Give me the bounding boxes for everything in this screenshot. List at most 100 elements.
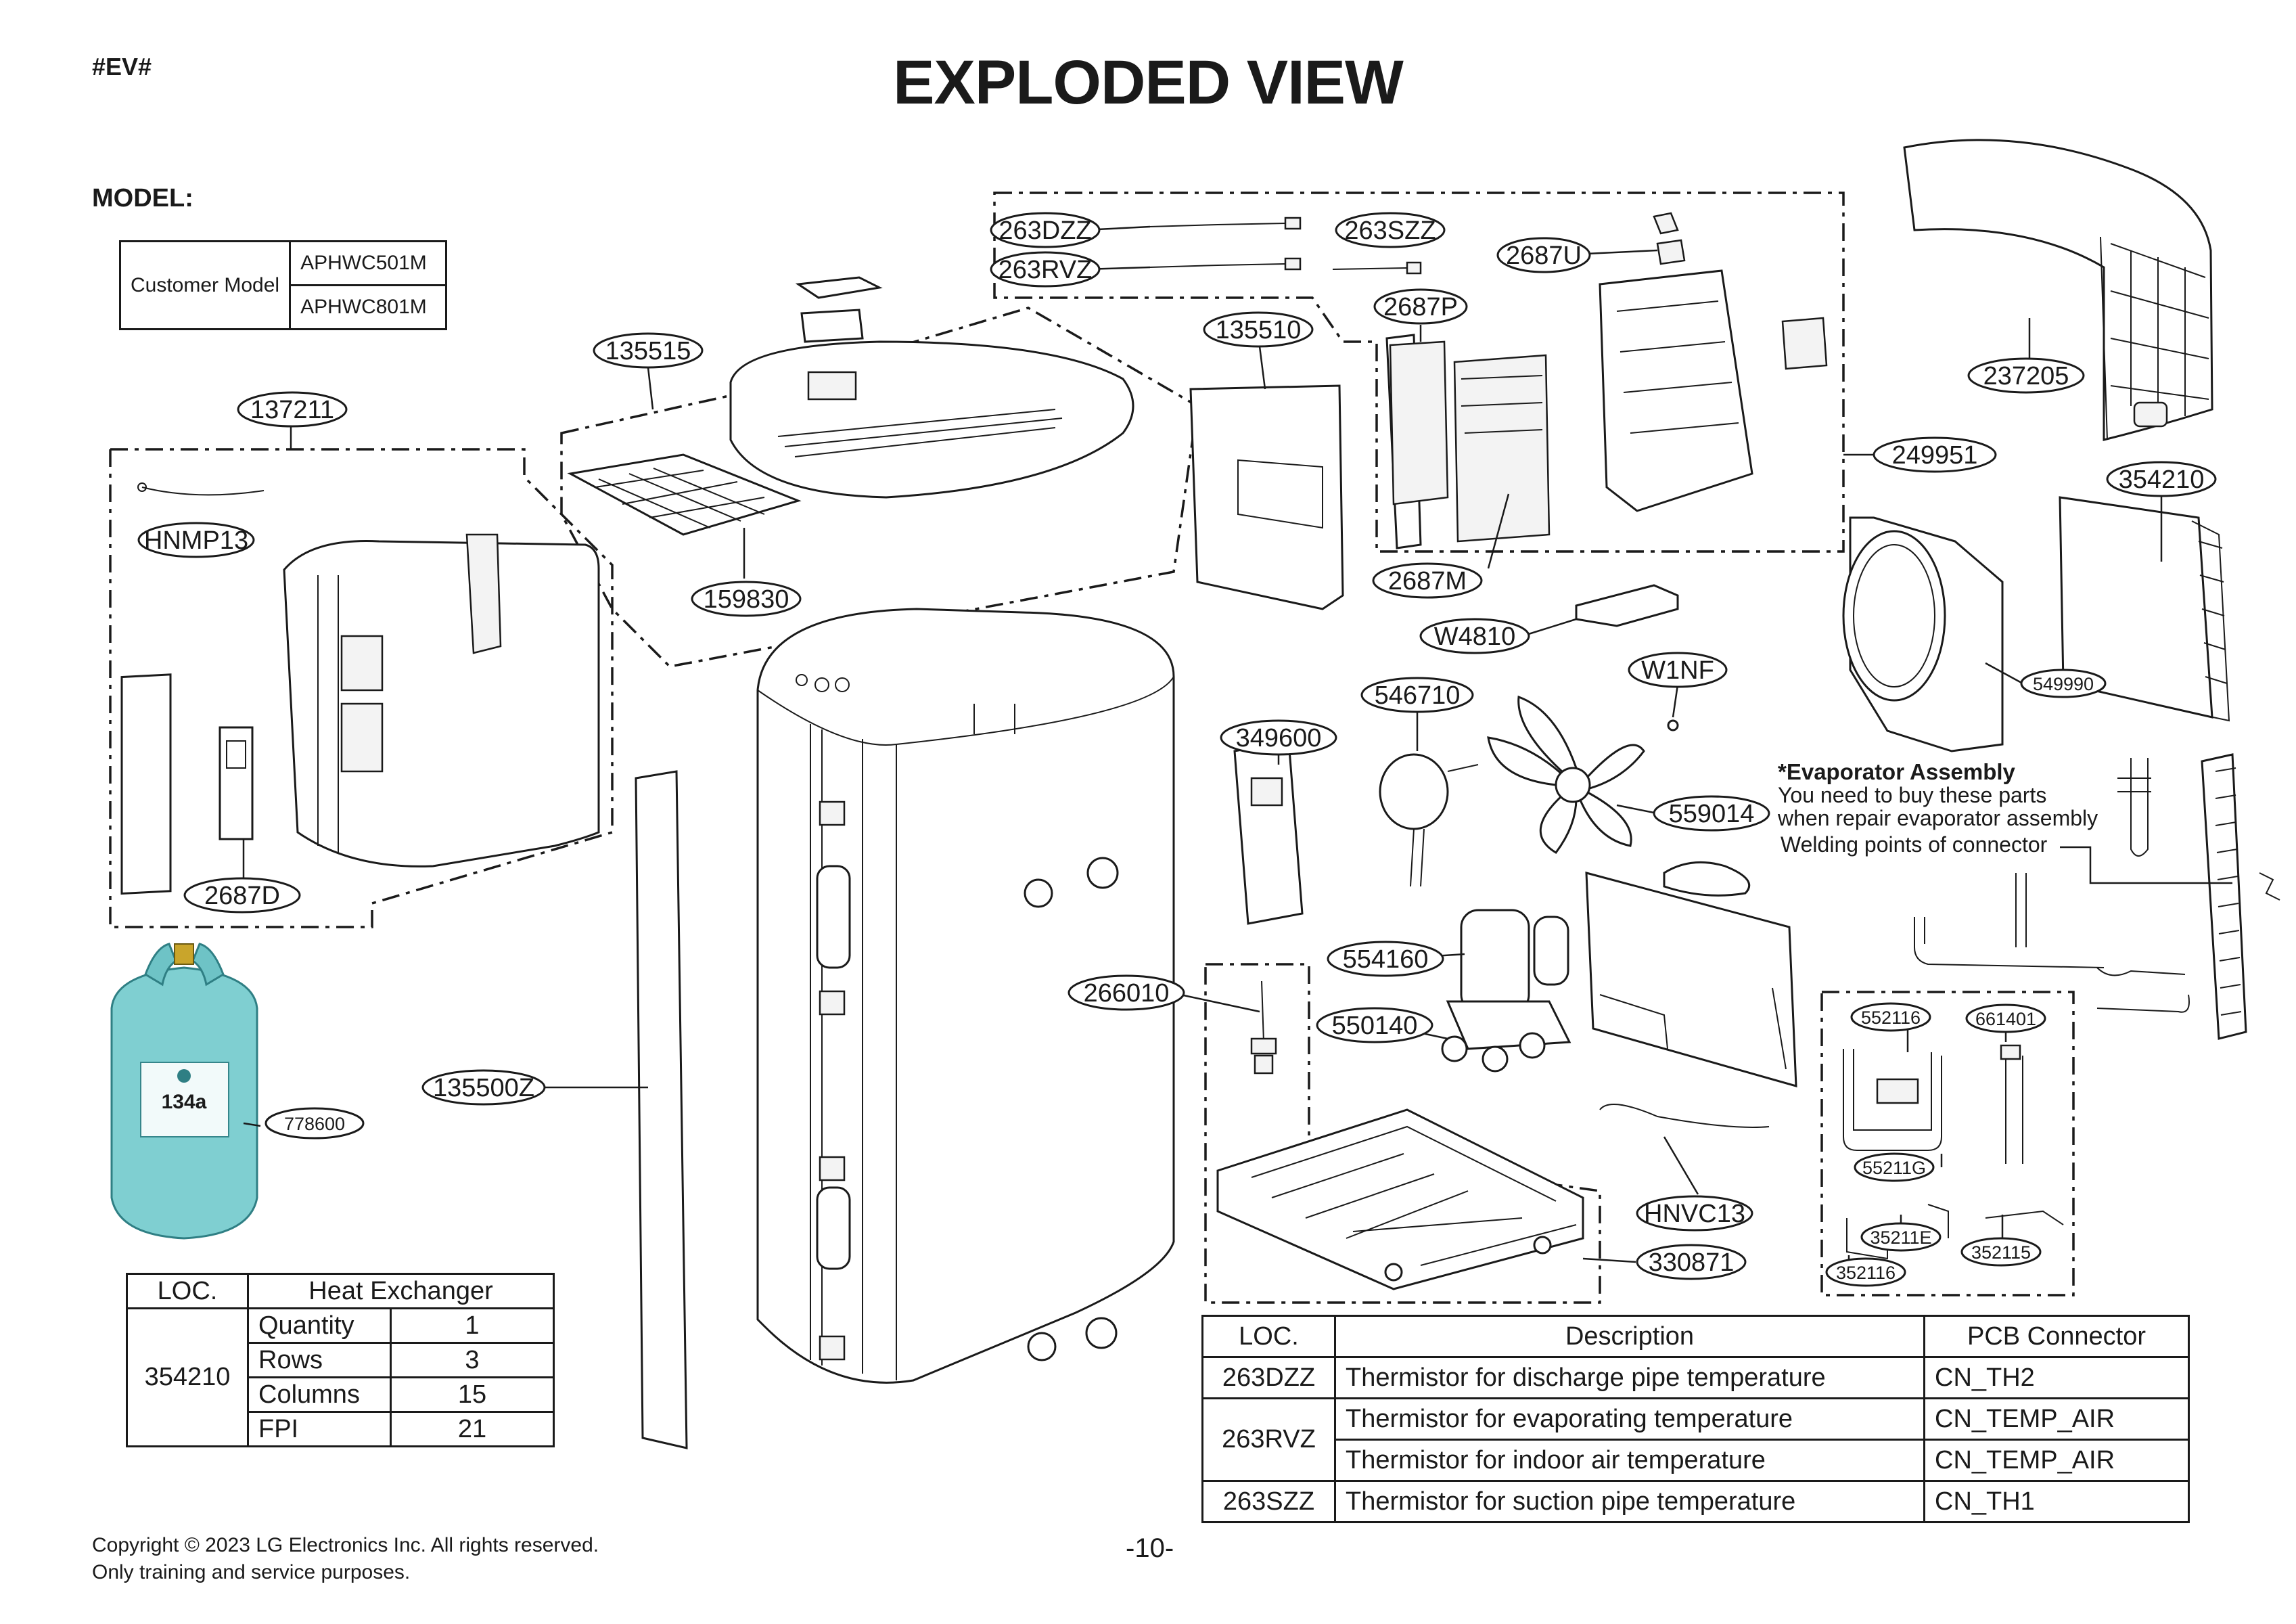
- callout-label: 554160: [1343, 945, 1429, 974]
- model-table-header: Customer Model: [118, 240, 292, 330]
- callout-349600: 349600: [1220, 719, 1337, 756]
- callout-label: 349600: [1236, 724, 1322, 752]
- callout-249951: 249951: [1873, 436, 1997, 473]
- callout-label: 352115: [1971, 1242, 2031, 1263]
- callout-559014: 559014: [1653, 795, 1770, 832]
- bracket-part: [1575, 584, 1679, 627]
- callout-label: 249951: [1892, 441, 1978, 470]
- callout-label: 330871: [1649, 1248, 1735, 1277]
- front-panel-group-outline: [109, 448, 614, 928]
- model-label: MODEL:: [92, 184, 193, 212]
- evaporator-note-line: when repair evaporator assembly: [1778, 806, 2098, 830]
- callout-label: 546710: [1375, 681, 1461, 710]
- therm-loc: 263DZZ: [1201, 1356, 1336, 1399]
- callout-263DZZ: 263DZZ: [990, 212, 1101, 248]
- evaporator-note-heading: *Evaporator Assembly: [1778, 759, 2015, 784]
- partition-panel-part: [1585, 861, 1797, 1088]
- callout-778600: 778600: [265, 1107, 365, 1140]
- callout-HNMP13: HNMP13: [137, 522, 255, 558]
- therm-pcb: CN_TH1: [1923, 1480, 2190, 1523]
- hx-value: 1: [390, 1307, 555, 1344]
- hx-key: Columns: [247, 1376, 392, 1413]
- fan-motor-part: [1379, 753, 1479, 887]
- callout-label: 2687U: [1506, 242, 1582, 270]
- hx-header-title: Heat Exchanger: [247, 1273, 555, 1309]
- tank-part: [756, 608, 1175, 1384]
- valve-group-outline: [1820, 991, 2075, 1296]
- callout-label: 354210: [2119, 466, 2205, 494]
- hx-value: 15: [390, 1376, 555, 1413]
- callout-2687M: 2687M: [1372, 562, 1483, 599]
- evaporator-note-line: You need to buy these parts: [1778, 783, 2047, 807]
- callout-137211: 137211: [237, 391, 348, 428]
- callout-label: W1NF: [1641, 656, 1714, 685]
- callout-label: 352116: [1836, 1263, 1896, 1283]
- callout-552116: 552116: [1850, 1002, 1931, 1032]
- copyright-line: Copyright © 2023 LG Electronics Inc. All…: [92, 1534, 599, 1556]
- callout-label: 549990: [2033, 674, 2094, 694]
- callout-label: 159830: [704, 585, 789, 614]
- therm-pcb: CN_TEMP_AIR: [1923, 1397, 2190, 1441]
- callout-label: 135510: [1216, 316, 1302, 344]
- callout-label: HNMP13: [144, 526, 248, 555]
- therm-desc: Thermistor for discharge pipe temperatur…: [1334, 1356, 1925, 1399]
- therm-desc: Thermistor for evaporating temperature: [1334, 1397, 1925, 1441]
- callout-266010: 266010: [1067, 974, 1185, 1011]
- hx-key: Rows: [247, 1342, 392, 1378]
- callout-55211G: 55211G: [1854, 1152, 1935, 1182]
- therm-header-pcb: PCB Connector: [1923, 1315, 2190, 1358]
- callout-label: 137211: [250, 396, 334, 424]
- callout-135515: 135515: [593, 332, 704, 369]
- callout-label: 552116: [1861, 1008, 1921, 1028]
- therm-header-loc: LOC.: [1201, 1315, 1336, 1358]
- callout-label: 2687P: [1383, 293, 1458, 321]
- callout-label: 263DZZ: [998, 217, 1091, 245]
- callout-263RVZ: 263RVZ: [990, 251, 1101, 288]
- control-group-outline: [993, 191, 1845, 553]
- copyright-notice: Copyright © 2023 LG Electronics Inc. All…: [92, 1532, 599, 1586]
- evaporator-part: [2059, 496, 2230, 722]
- control-box-part: [1149, 212, 1828, 610]
- compressor-part: [1441, 909, 1571, 1073]
- callout-W4810: W4810: [1419, 618, 1530, 654]
- therm-desc: Thermistor for indoor air temperature: [1334, 1439, 1925, 1482]
- copyright-line: Only training and service purposes.: [92, 1561, 411, 1583]
- callout-label: HNVC13: [1644, 1200, 1745, 1228]
- callout-label: W4810: [1434, 623, 1515, 651]
- hx-loc: 354210: [126, 1307, 249, 1447]
- callout-label: 2687D: [204, 882, 280, 910]
- callout-label: 778600: [284, 1114, 345, 1134]
- outer-cabinet-part: [1903, 139, 2213, 441]
- hx-value: 21: [390, 1411, 555, 1447]
- callout-661401: 661401: [1965, 1003, 2046, 1033]
- therm-desc: Thermistor for suction pipe temperature: [1334, 1480, 1925, 1523]
- hx-value: 3: [390, 1342, 555, 1378]
- callout-135500Z: 135500Z: [421, 1069, 546, 1106]
- page-number: -10-: [1126, 1533, 1174, 1563]
- callout-label: 550140: [1332, 1012, 1418, 1040]
- hx-header-loc: LOC.: [126, 1273, 249, 1309]
- therm-loc: 263RVZ: [1201, 1397, 1336, 1482]
- valve-assembly-part: [1843, 1044, 2064, 1260]
- callout-135510: 135510: [1203, 311, 1314, 348]
- welding-note: Welding points of connector: [1781, 832, 2048, 857]
- fan-shroud-part: [1842, 516, 2004, 752]
- refrigerant-cylinder: 134a: [110, 943, 258, 1240]
- therm-pcb: CN_TEMP_AIR: [1923, 1439, 2190, 1482]
- callout-label: 35211E: [1870, 1227, 1931, 1248]
- model-table: Customer Model APHWC501M APHWC801M: [118, 240, 448, 330]
- side-strip-part: [635, 770, 688, 1449]
- model-name: APHWC801M: [289, 284, 448, 330]
- callout-label: 263RVZ: [998, 256, 1093, 284]
- page-title: EXPLODED VIEW: [893, 48, 1404, 117]
- callout-263SZZ: 263SZZ: [1335, 212, 1446, 248]
- callout-549990: 549990: [2020, 669, 2107, 698]
- callout-label: 263SZZ: [1344, 217, 1436, 245]
- callout-label: 266010: [1084, 979, 1170, 1008]
- harness-part: [1599, 1104, 1770, 1128]
- thermistor-table: LOC. Description PCB Connector 263DZZ Th…: [1201, 1315, 2190, 1523]
- front-panel-part: [120, 482, 600, 895]
- callout-352116: 352116: [1825, 1257, 1906, 1287]
- heat-exchanger-table: LOC. Heat Exchanger 354210 Quantity 1 Ro…: [126, 1273, 555, 1447]
- callout-2687P: 2687P: [1373, 288, 1468, 325]
